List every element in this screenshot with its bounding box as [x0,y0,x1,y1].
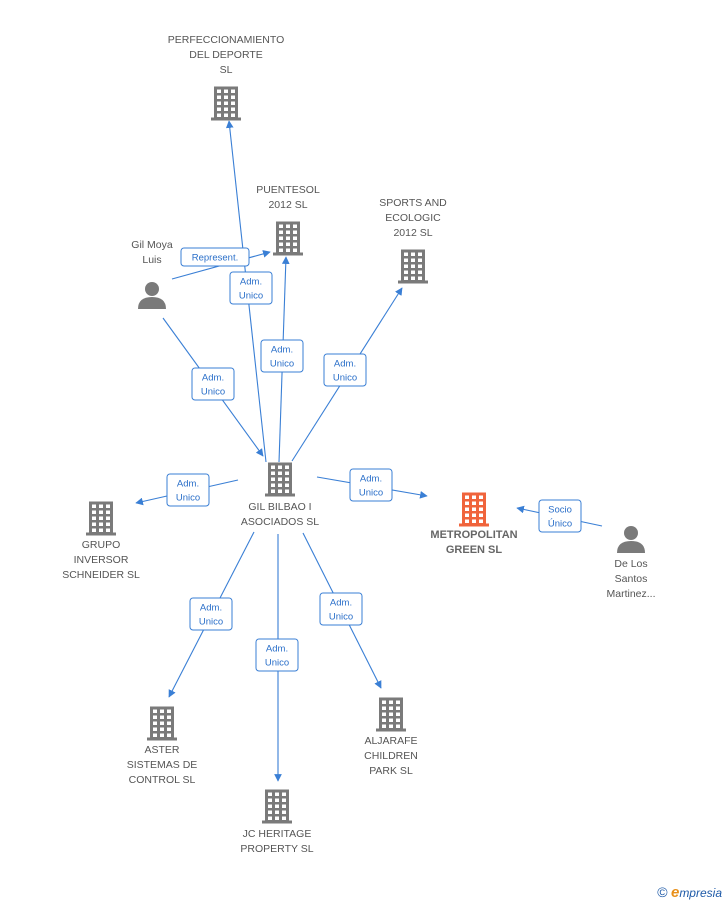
node-sports[interactable]: SPORTS AND ECOLOGIC 2012 SL [379,197,447,284]
edge-label-text: Adm. [271,345,293,356]
node-label: CHILDREN [364,750,418,762]
node-puentesol[interactable]: PUENTESOL 2012 SL [256,184,320,256]
edge-label-text: Único [548,519,572,530]
edge-label-text: Adm. [330,598,352,609]
node-label: GRUPO [82,539,121,551]
brand-name: mpresia [679,886,722,900]
node-jcheritage[interactable]: JC HERITAGE PROPERTY SL [240,789,314,856]
node-label: DEL DEPORTE [189,49,263,61]
edges-layer [135,120,603,782]
building-icon [262,789,292,824]
building-icon [265,462,295,497]
node-label: SPORTS AND [379,197,447,209]
node-label: ALJARAFE [364,735,417,747]
building-icon [211,86,241,121]
brand-initial: e [670,884,680,901]
edge-label-gilbilbao-sports[interactable]: Adm. Unico [323,353,367,387]
node-label: PUENTESOL [256,184,320,196]
edge-label-text: Adm. [334,359,356,370]
edge-label-text: Socio [548,505,572,516]
edge-label-gilbilbao-puentesol[interactable]: Adm. Unico [260,339,304,373]
node-metropolitan[interactable]: METROPOLITAN GREEN SL [430,492,518,557]
node-label: 2012 SL [393,227,432,239]
node-label: 2012 SL [268,199,307,211]
edge-label-text: Unico [176,493,200,504]
edge-label-text: Unico [265,658,289,669]
edge-label-text: Adm. [240,277,262,288]
node-label: PROPERTY SL [240,843,313,855]
edge-label-gilbilbao-metropolitan[interactable]: Adm. Unico [349,468,393,502]
node-label: SISTEMAS DE [127,759,198,771]
building-icon [398,249,428,284]
node-aljarafe[interactable]: ALJARAFE CHILDREN PARK SL [364,697,418,778]
building-icon [459,492,489,527]
node-label: GIL BILBAO I [248,501,311,513]
node-label: Santos [615,573,648,585]
node-label: Gil Moya [131,239,173,251]
edge-label-text: Adm. [360,474,382,485]
edge-label-text: Unico [199,617,223,628]
person-icon [617,526,645,553]
building-icon [376,697,406,732]
building-icon [273,221,303,256]
node-gilbilbao[interactable]: GIL BILBAO I ASOCIADOS SL [241,462,319,529]
edge-label-text: Unico [329,612,353,623]
node-label: SCHNEIDER SL [62,569,140,581]
edge-label-text: Unico [359,488,383,499]
node-label: INVERSOR [74,554,129,566]
edge-label-gilbilbao-jcheritage[interactable]: Adm. Unico [255,638,299,672]
node-label: Luis [142,254,161,266]
node-delossantos[interactable]: De LosSantosMartinez... [606,526,656,600]
edge-label-text: Adm. [202,373,224,384]
node-label: ECOLOGIC [385,212,441,224]
node-label: PERFECCIONAMIENTO [168,34,284,46]
copyright-icon: © [657,884,668,900]
edge-label-text: Unico [270,359,294,370]
person-icon [138,282,166,309]
edge-label-text: Represent. [192,253,238,264]
node-label: ASTER [144,744,179,756]
building-icon [147,706,177,741]
edge-label-gilbilbao-aljarafe[interactable]: Adm. Unico [319,592,363,626]
node-label: GREEN SL [446,544,503,556]
edge-label-gilmoya-gilbilbao[interactable]: Adm. Unico [191,367,235,401]
node-label: JC HERITAGE [243,828,312,840]
edge-label-text: Unico [201,387,225,398]
edge-label-gilbilbao-aster[interactable]: Adm. Unico [189,597,233,631]
node-label: METROPOLITAN [430,529,517,541]
empresia-watermark[interactable]: © empresia [657,884,722,901]
node-label: SL [220,64,233,76]
edge-label-text: Unico [333,373,357,384]
edge-label-text: Unico [239,291,263,302]
edge-label-gilbilbao-grupo[interactable]: Adm. Unico [166,473,210,507]
edge-label-gilmoya-puentesol[interactable]: Represent. [180,247,250,267]
nodes-layer: PERFECCIONAMIENTO DEL DEPORTE SL PUENTESOL 2… [62,34,655,855]
node-grupo[interactable]: GRUPO INVERSOR SCHNEIDER SL [62,501,140,582]
node-perfeccionamiento[interactable]: PERFECCIONAMIENTO DEL DEPORTE SL [168,34,284,121]
edge-label-text: Adm. [177,479,199,490]
node-label: ASOCIADOS SL [241,516,319,528]
node-label: Martinez... [606,588,655,600]
node-label: CONTROL SL [129,774,196,786]
node-label: De Los [614,558,647,570]
node-aster[interactable]: ASTER SISTEMAS DE CONTROL SL [127,706,198,787]
edge-label-gilbilbao-perfeccionamiento[interactable]: Adm. Unico [229,271,273,305]
node-label: PARK SL [369,765,413,777]
edge-label-text: Adm. [200,603,222,614]
building-icon [86,501,116,536]
edge-label-text: Adm. [266,644,288,655]
